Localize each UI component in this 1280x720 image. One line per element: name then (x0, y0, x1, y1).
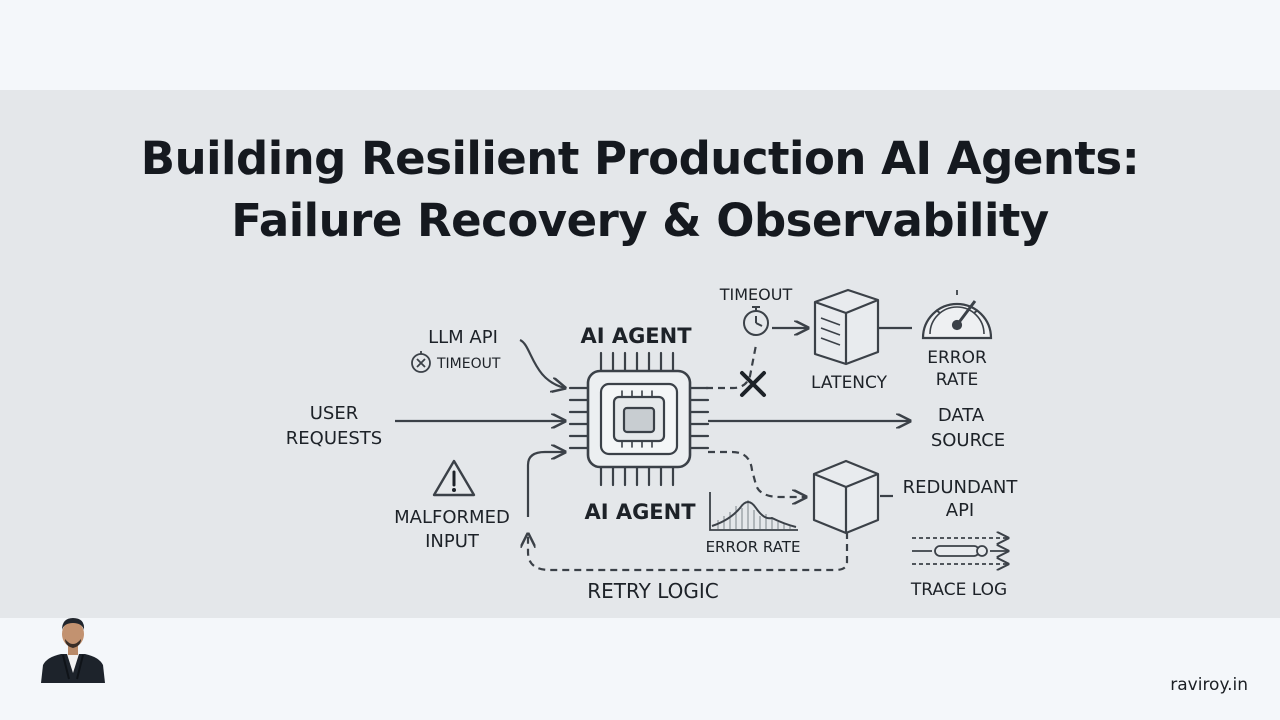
malformed-input-label-2: INPUT (425, 531, 480, 552)
latency-label: LATENCY (811, 373, 888, 393)
failure-x-icon (740, 371, 766, 397)
llm-timeout-label: TIMEOUT (436, 356, 501, 372)
server-icon (813, 288, 880, 366)
error-rate-chart-label: ERROR RATE (706, 538, 801, 556)
retry-up-arrow (526, 452, 565, 517)
title-line-1: Building Resilient Production AI Agents: (140, 132, 1140, 185)
agent-label-bottom: AI AGENT (584, 500, 696, 524)
timeout-dashed-path (706, 344, 758, 390)
redundant-api-label-2: API (946, 500, 974, 521)
gauge-icon (921, 290, 993, 340)
retry-logic-label: RETRY LOGIC (587, 579, 718, 603)
title-band (0, 90, 1280, 618)
title-line-2: Failure Recovery & Observability (231, 194, 1049, 247)
stopwatch-icon (743, 306, 769, 336)
redundant-api-label-1: REDUNDANT (903, 477, 1019, 498)
user-requests-label-2: REQUESTS (286, 428, 382, 449)
site-brand: raviroy.in (1170, 675, 1248, 695)
cube-icon (812, 459, 880, 535)
timeout-x-icon (411, 351, 431, 373)
llm-api-arrow (519, 338, 565, 388)
llm-api-label: LLM API (428, 327, 498, 348)
malformed-input-label-1: MALFORMED (394, 507, 510, 528)
user-requests-label-1: USER (310, 403, 358, 424)
agent-label-top: AI AGENT (580, 324, 692, 348)
error-rate-label-2: RATE (936, 370, 979, 390)
page-title: Building Resilient Production AI Agents:… (0, 128, 1280, 252)
author-avatar (41, 618, 105, 683)
data-source-label-1: DATA (938, 405, 985, 426)
cpu-chip-icon (568, 351, 710, 487)
timeout-label: TIMEOUT (719, 285, 793, 304)
data-source-label-2: SOURCE (931, 430, 1005, 451)
failover-dashed-arrow (708, 450, 806, 497)
trace-log-label: TRACE LOG (910, 580, 1007, 600)
error-chart-icon (709, 492, 798, 531)
trace-log-icon (912, 538, 1008, 564)
warning-icon (432, 459, 476, 497)
error-rate-label-1: ERROR (927, 348, 987, 368)
